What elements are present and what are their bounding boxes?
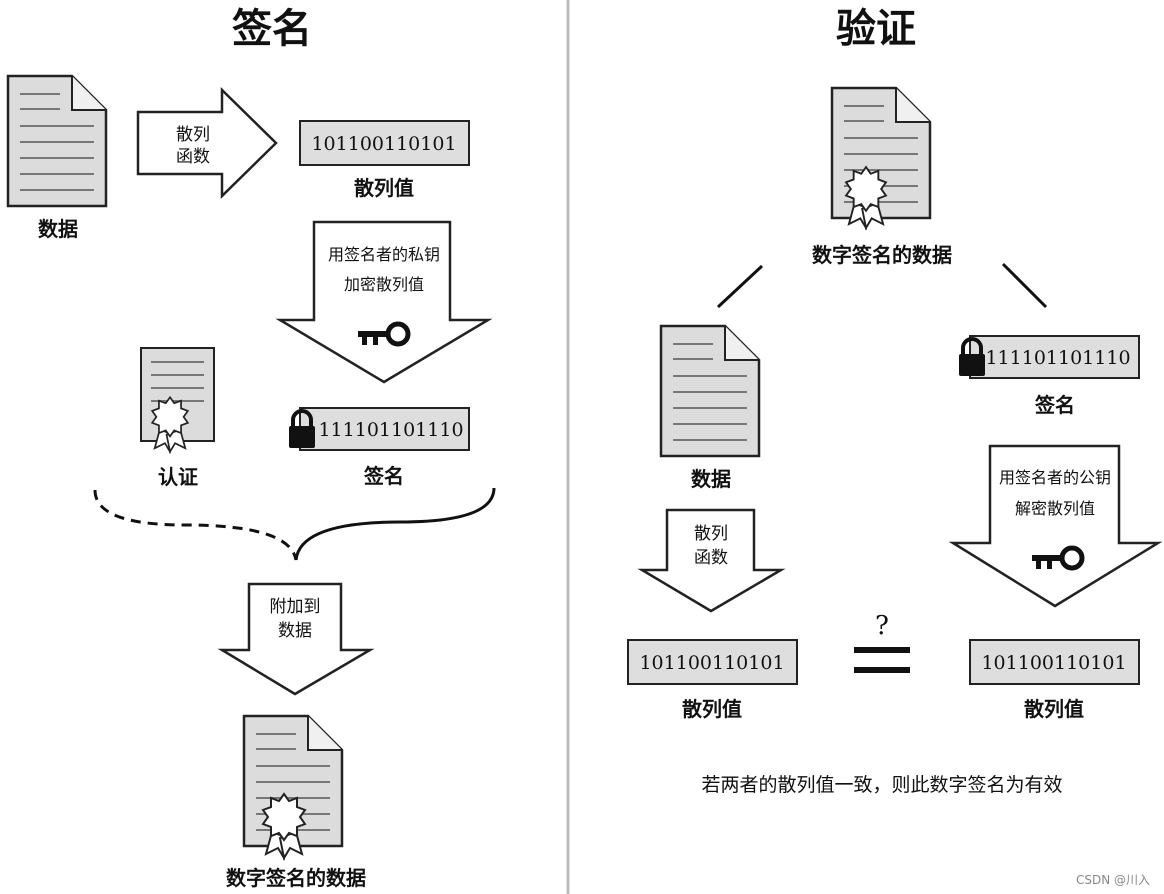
verify-hash-label-left: 散列值 (682, 697, 742, 721)
verify-signed-document-icon (830, 86, 932, 229)
verify-hash-bits-left: 101100110101 (639, 652, 784, 674)
source-document-icon (6, 74, 108, 208)
verify-hash-function-line1: 散列 (694, 524, 728, 544)
encrypt-down-arrow: 用签名者的私钥 加密散列值 (275, 220, 493, 384)
certificate-icon (140, 347, 215, 453)
verify-hash-bits-right: 101100110101 (981, 652, 1126, 674)
verify-hash-function-line2: 函数 (694, 548, 728, 568)
verify-signature-box: 111101101110 (957, 335, 1140, 379)
verify-data-label: 数据 (691, 467, 731, 491)
decrypt-label-line1: 用签名者的公钥 (999, 468, 1111, 487)
verify-hash-value-box-right: 101100110101 (969, 639, 1140, 685)
certificate-label: 认证 (158, 465, 198, 489)
verify-document-icon (659, 324, 761, 458)
signature-label: 签名 (363, 464, 404, 488)
verify-hash-function-down-arrow: 散列 函数 (637, 508, 786, 613)
split-line-right (1001, 262, 1048, 309)
decrypt-down-arrow: 用签名者的公钥 解密散列值 (948, 444, 1163, 608)
sign-title: 签名 (232, 5, 312, 52)
hash-value-label: 散列值 (354, 176, 414, 200)
signature-box: 111101101110 (287, 407, 470, 451)
hash-function-right-arrow: 散列 函数 (136, 87, 278, 199)
signature-bits: 111101101110 (318, 419, 463, 441)
attach-down-arrow: 附加到 数据 (217, 582, 375, 696)
encrypt-label-line1: 用签名者的私钥 (328, 245, 440, 264)
hash-function-label-line1: 散列 (176, 125, 210, 145)
question-mark: ? (875, 611, 889, 641)
split-line-left (716, 264, 764, 309)
verify-hash-label-right: 散列值 (1024, 697, 1084, 721)
attach-label-line2: 数据 (278, 621, 312, 641)
attach-label-line1: 附加到 (270, 597, 321, 617)
verify-signature-bits: 111101101110 (985, 347, 1130, 369)
encrypt-label-line2: 加密散列值 (344, 275, 424, 294)
verify-conclusion: 若两者的散列值一致，则此数字签名为有效 (701, 774, 1062, 796)
verify-hash-value-box-left: 101100110101 (627, 639, 798, 685)
verify-signed-data-label: 数字签名的数据 (812, 243, 952, 267)
hash-function-label-line2: 函数 (176, 147, 210, 167)
watermark: CSDN @川入 (1076, 873, 1150, 887)
hash-value-bits: 101100110101 (311, 133, 456, 155)
signed-data-label: 数字签名的数据 (226, 866, 366, 890)
verify-signature-label: 签名 (1034, 393, 1075, 417)
compare-equals-icon: ? (854, 611, 910, 673)
hash-value-box: 101100110101 (299, 120, 470, 166)
signed-document-icon (242, 714, 344, 859)
brace-connector (93, 487, 496, 561)
decrypt-label-line2: 解密散列值 (1015, 499, 1095, 518)
source-data-label: 数据 (38, 217, 78, 241)
verify-title: 验证 (836, 5, 916, 52)
